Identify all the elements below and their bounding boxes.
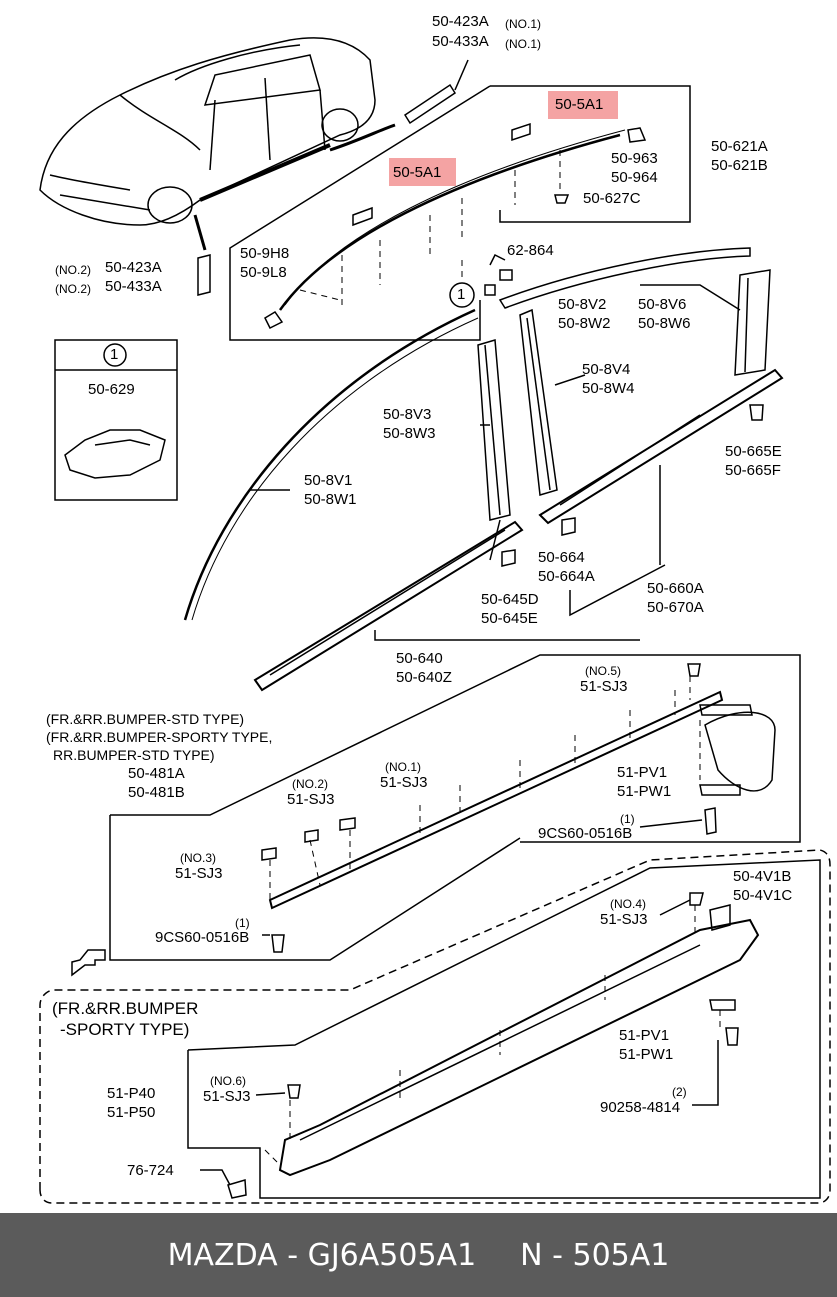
footer-short-code: N - 505A1	[520, 1237, 670, 1273]
label-51-sj3-no2: 51-SJ3	[287, 791, 335, 808]
label-std-type-2: (FR.&RR.BUMPER-SPORTY TYPE,	[46, 729, 273, 745]
label-50-9h8: 50-9H8	[240, 245, 290, 262]
label-no4: (NO.4)	[610, 897, 646, 911]
label-paren2: (2)	[672, 1085, 687, 1099]
footer-bar: MAZDA - GJ6A505A1 N - 505A1	[0, 1213, 837, 1297]
label-sporty-2: -SPORTY TYPE)	[60, 1020, 190, 1039]
parts-diagram: 50-423A (NO.1) 50-433A (NO.1) 50-5A1 50-…	[39, 13, 831, 1204]
label-90258-4814: 90258-4814	[600, 1099, 681, 1116]
label-no2-left-2: (NO.2)	[55, 282, 91, 296]
label-50-481b: 50-481B	[128, 784, 185, 801]
label-51-pv1-sporty: 51-PV1	[619, 1027, 670, 1044]
label-51-sj3-no5: 51-SJ3	[580, 678, 628, 695]
label-50-433a-left: 50-433A	[105, 278, 162, 295]
label-no5: (NO.5)	[585, 664, 621, 678]
label-50-664: 50-664	[538, 549, 585, 566]
label-std-type-1: (FR.&RR.BUMPER-STD TYPE)	[46, 711, 245, 727]
label-50-423a-left: 50-423A	[105, 259, 162, 276]
label-50-8v6: 50-8V6	[638, 296, 687, 313]
label-50-8w6: 50-8W6	[638, 315, 691, 332]
label-51-p40: 51-P40	[107, 1085, 156, 1102]
label-51-pw1-sporty: 51-PW1	[619, 1046, 674, 1063]
label-51-sj3-no6: 51-SJ3	[203, 1088, 251, 1105]
label-50-8v4: 50-8V4	[582, 361, 631, 378]
label-paren1-left: (1)	[235, 916, 250, 930]
label-50-8v1: 50-8V1	[304, 472, 353, 489]
diagram-drawing	[39, 37, 831, 1204]
label-50-660a: 50-660A	[647, 580, 704, 597]
label-50-423a-top: 50-423A	[432, 13, 489, 30]
label-no6: (NO.6)	[210, 1074, 246, 1088]
label-51-sj3-no1: 51-SJ3	[380, 774, 428, 791]
label-circle-1-main: 1	[457, 286, 466, 303]
car-illustration	[39, 37, 396, 251]
label-50-5a1-top: 50-5A1	[555, 96, 604, 113]
label-50-964: 50-964	[611, 169, 658, 186]
label-no1-top: (NO.1)	[505, 17, 541, 31]
label-50-665e: 50-665E	[725, 443, 782, 460]
label-50-664a: 50-664A	[538, 568, 595, 585]
highlight-box-top	[548, 91, 618, 119]
label-50-621b: 50-621B	[711, 157, 768, 174]
highlight-box-middle	[389, 158, 456, 186]
label-circle-1-box: 1	[110, 346, 119, 363]
label-51-sj3-no3: 51-SJ3	[175, 865, 223, 882]
label-50-640z: 50-640Z	[396, 669, 452, 686]
label-50-621a: 50-621A	[711, 138, 768, 155]
label-50-481a: 50-481A	[128, 765, 185, 782]
label-9cs60-left: 9CS60-0516B	[155, 929, 250, 946]
label-50-8w3: 50-8W3	[383, 425, 436, 442]
label-50-645d: 50-645D	[481, 591, 539, 608]
label-9cs60-std: 9CS60-0516B	[538, 825, 633, 842]
label-51-sj3-no4: 51-SJ3	[600, 911, 648, 928]
label-50-433a-top: 50-433A	[432, 33, 489, 50]
label-no1-sill: (NO.1)	[385, 760, 421, 774]
label-50-5a1-middle: 50-5A1	[393, 164, 442, 181]
label-50-8v2: 50-8V2	[558, 296, 607, 313]
label-51-p50: 51-P50	[107, 1104, 156, 1121]
label-50-4v1b: 50-4V1B	[733, 868, 792, 885]
label-50-640: 50-640	[396, 650, 443, 667]
label-no3: (NO.3)	[180, 851, 216, 865]
label-62-864: 62-864	[507, 242, 554, 259]
label-50-645e: 50-645E	[481, 610, 538, 627]
label-no1-top-2: (NO.1)	[505, 37, 541, 51]
label-no2-left: (NO.2)	[55, 263, 91, 277]
label-sporty-1: (FR.&RR.BUMPER	[52, 999, 199, 1018]
label-50-8v3: 50-8V3	[383, 406, 432, 423]
label-50-665f: 50-665F	[725, 462, 781, 479]
label-50-629: 50-629	[88, 381, 135, 398]
label-50-670a: 50-670A	[647, 599, 704, 616]
label-50-9l8: 50-9L8	[240, 264, 287, 281]
label-51-pv1-std: 51-PV1	[617, 764, 668, 781]
label-50-627c: 50-627C	[583, 190, 641, 207]
label-51-pw1-std: 51-PW1	[617, 783, 672, 800]
label-50-8w1: 50-8W1	[304, 491, 357, 508]
footer-part-number: MAZDA - GJ6A505A1	[167, 1237, 477, 1273]
label-50-4v1c: 50-4V1C	[733, 887, 793, 904]
label-paren1-std: (1)	[620, 812, 635, 826]
label-50-8w4: 50-8W4	[582, 380, 635, 397]
label-std-type-3: RR.BUMPER-STD TYPE)	[53, 747, 215, 763]
label-50-8w2: 50-8W2	[558, 315, 611, 332]
label-50-963: 50-963	[611, 150, 658, 167]
label-76-724: 76-724	[127, 1162, 174, 1179]
label-no2-sill: (NO.2)	[292, 777, 328, 791]
